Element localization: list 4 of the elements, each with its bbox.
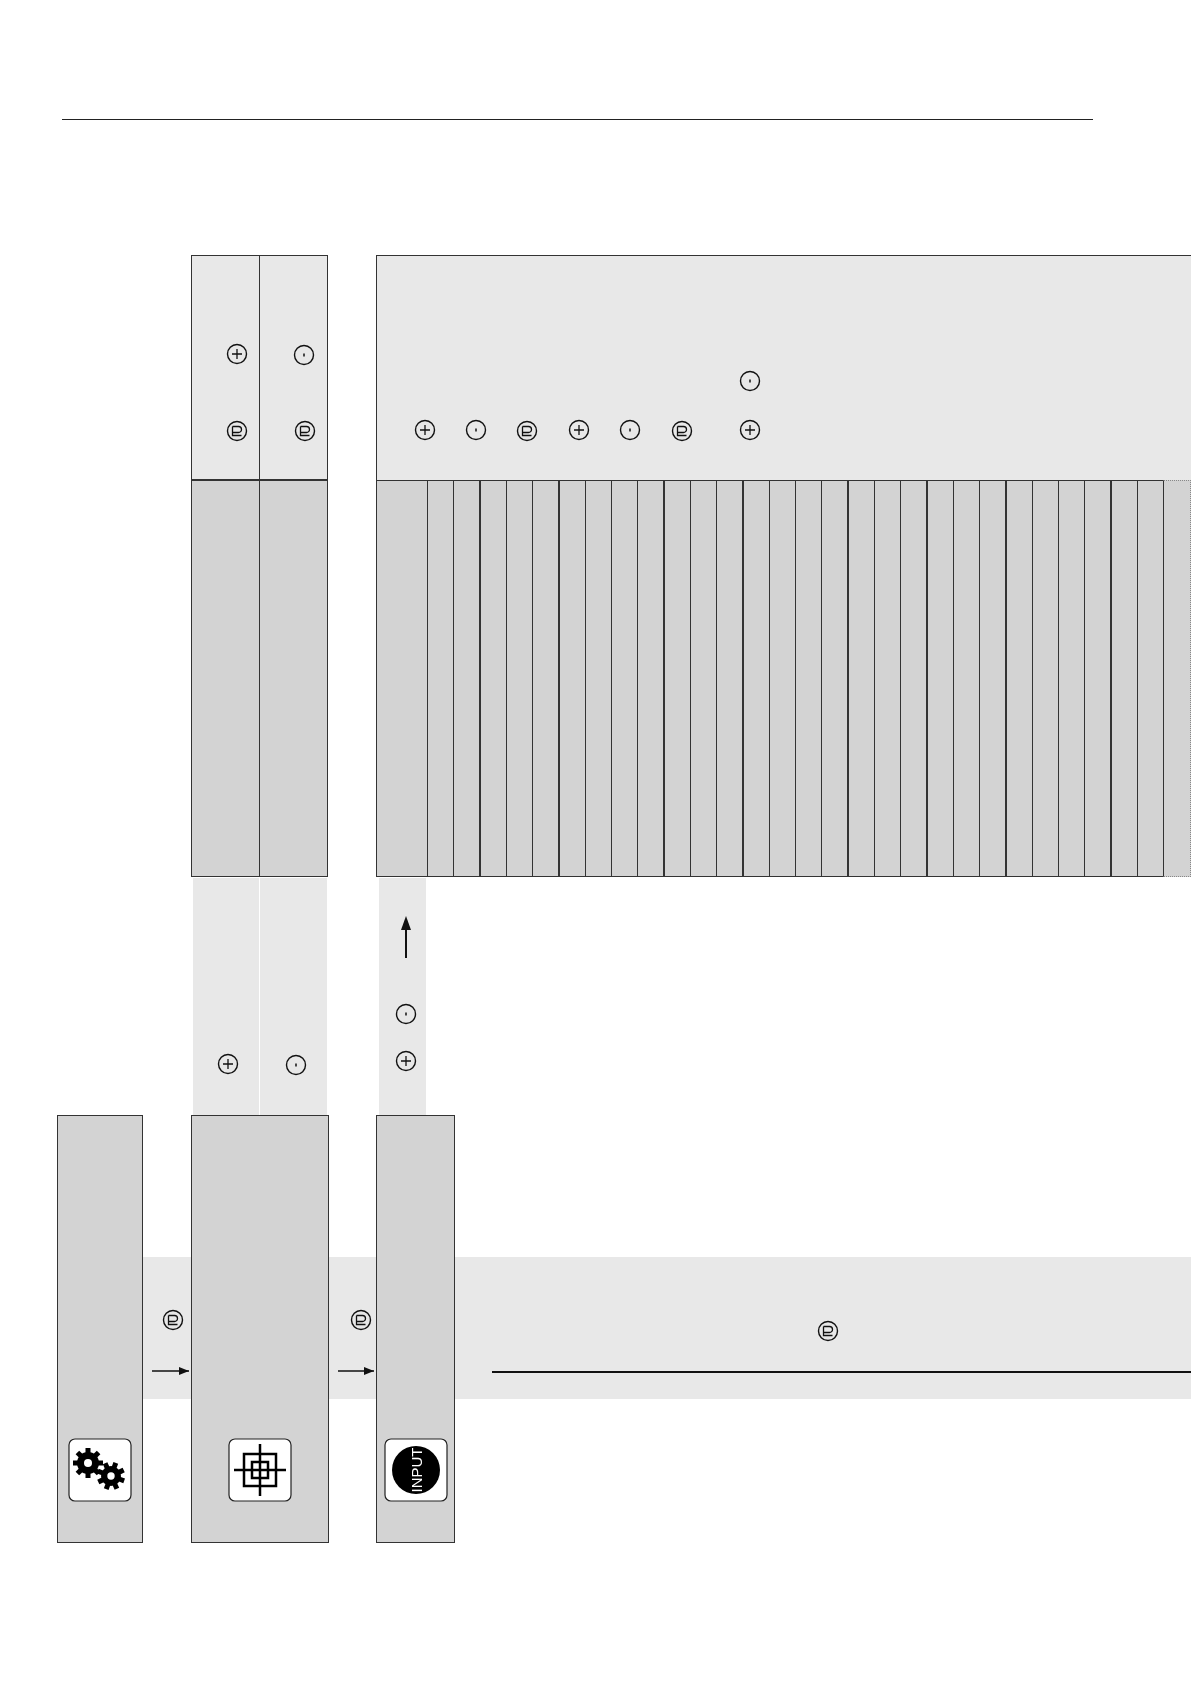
arrow — [337, 1367, 375, 1375]
arrow — [151, 1367, 190, 1375]
mode-column — [191, 1115, 329, 1543]
input-icon: INPUT — [383, 1438, 448, 1502]
